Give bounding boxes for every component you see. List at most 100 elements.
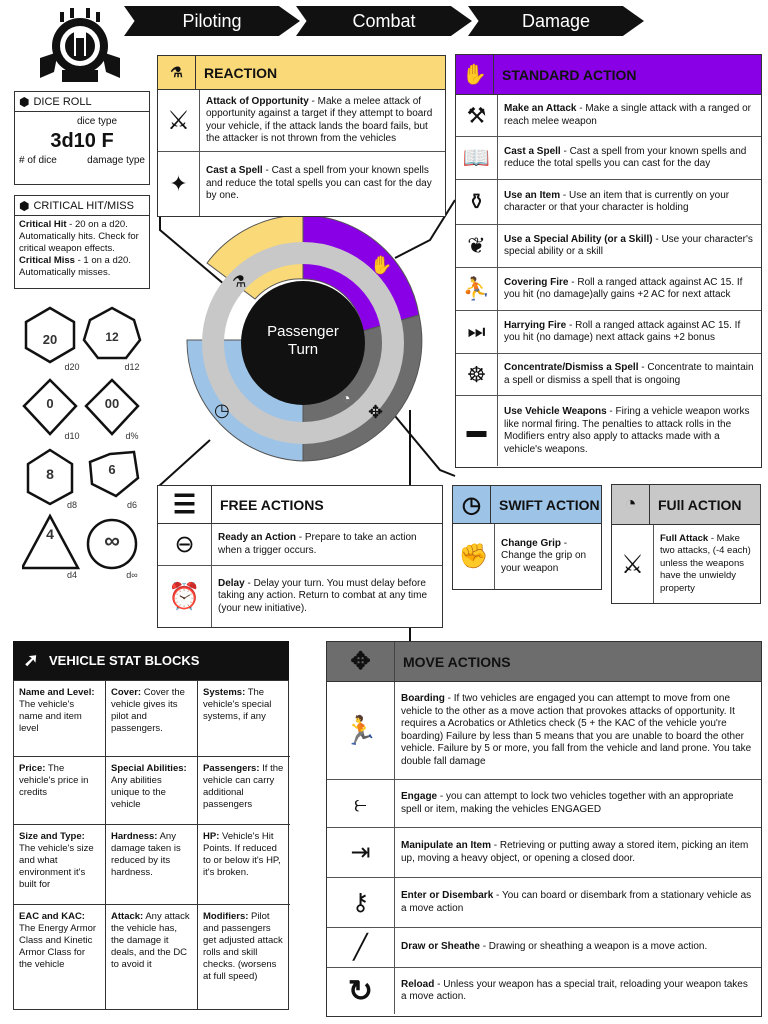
item-text: - Firing a vehicle weapon works like nor… (504, 406, 750, 455)
cell-text: The vehicle's special systems, if any (203, 687, 272, 722)
list-item: ⚱ Use an Item - Use an item that is curr… (456, 180, 761, 225)
move-wheel-icon: ✥ (368, 402, 384, 422)
item-text: - you can attempt to lock two vehicles t… (401, 791, 734, 815)
cell-text: If the vehicle can carry additional pass… (203, 763, 284, 810)
d12-face: 12 (105, 330, 119, 344)
sword-icon: ⚔ (158, 90, 200, 151)
swift-title: SWIFT ACTION (499, 496, 600, 513)
list-item: ⊖ Ready an Action - Prepare to take an a… (158, 524, 442, 566)
move-arrows-icon: ✥ (327, 642, 395, 681)
item-name: Boarding (401, 693, 445, 704)
vehicle-cell: Name and Level: The vehicle's name and i… (14, 681, 106, 757)
cell-text: Vehicle's Hit Points. If reduced to or b… (203, 831, 281, 878)
full-action-panel: ◔ FUll ACTION ⚔ Full Attack - Make two a… (611, 484, 761, 604)
logo-emblem-icon (40, 8, 120, 82)
damage-type-label: damage type (87, 155, 145, 166)
list-item: ⚷ Enter or Disembark - You can board or … (327, 878, 761, 928)
list-item: ✦ Cast a Spell - Cast a spell from your … (158, 152, 445, 216)
triquetra-icon: ☸ (456, 354, 498, 395)
move-actions-panel: ✥ MOVE ACTIONS 🏃 Boarding - If two vehic… (326, 641, 762, 1017)
vehicle-cell: EAC and KAC: The Energy Armor Class and … (14, 905, 106, 1009)
d-percent-label: d% (125, 431, 139, 441)
cell-name: EAC and KAC: (19, 911, 85, 922)
cell-name: Passengers: (203, 763, 260, 774)
d-percent-icon (84, 378, 140, 436)
swift-action-panel: ◷ SWIFT ACTION ✊ Change Grip - Change th… (452, 485, 602, 590)
item-text: - Concentrate to maintain a spell or dis… (504, 362, 754, 386)
vehicle-cell: Price: The vehicle's price in credits (14, 757, 106, 825)
dial-icon: ◔ (612, 485, 650, 524)
cell-text: Any damage taken is reduced by its hardn… (111, 831, 181, 878)
vehicle-header: ➚ VEHICLE STAT BLOCKS (13, 641, 289, 680)
wheel-center-line1: Passenger (267, 323, 339, 340)
tab-label: Combat (352, 10, 416, 31)
item-name: Engage (401, 791, 438, 802)
harpoon-icon: ⥼ (327, 780, 395, 827)
cell-name: Size and Type: (19, 831, 85, 842)
runner-icon: 🏃 (327, 682, 395, 779)
reload-icon: ↻ (327, 968, 395, 1014)
list-item: 📖 Cast a Spell - Cast a spell from your … (456, 137, 761, 180)
list-item: ⚔ Full Attack - Make two attacks, (-4 ea… (612, 525, 760, 603)
vehicle-title: VEHICLE STAT BLOCKS (49, 653, 200, 668)
door-icon: ⇥ (327, 828, 395, 877)
cell-name: Special Abilities: (111, 763, 187, 774)
item-name: Concentrate/Dismiss a Spell (504, 362, 639, 373)
item-name: Reload (401, 978, 435, 990)
list-item: 🏃 Boarding - If two vehicles are engaged… (327, 682, 761, 780)
item-text: - Change the grip on your weapon (501, 537, 587, 574)
d4-face: 4 (46, 526, 54, 542)
dice-expression: 3d10 F (15, 130, 149, 153)
cell-text: Pilot and passengers get adjusted attack… (203, 911, 283, 982)
reaction-header: ⚗ REACTION (158, 56, 445, 90)
item-text: - Make a single attack with a ranged or … (504, 103, 751, 127)
d20-face: 20 (42, 332, 58, 347)
swift-wheel-icon: ◔ (342, 390, 351, 406)
potion-icon: ⚱ (456, 180, 498, 224)
list-item: ⚔ Attack of Opportunity - Make a melee a… (158, 90, 445, 152)
cell-text: Any attack the vehicle has, the damage i… (111, 911, 190, 970)
cell-name: Modifiers: (203, 911, 249, 922)
cell-text: The Energy Armor Class and Kinetic Armor… (19, 923, 97, 970)
item-text: - Roll a ranged attack against AC 15. If… (504, 276, 743, 301)
reaction-wheel-icon: ⚗ (232, 274, 247, 291)
cell-name: Hardness: (111, 831, 158, 842)
item-name: Make an Attack (504, 103, 577, 114)
clock-wheel-icon: ◷ (214, 400, 230, 420)
cell-text: The vehicle's name and item level (19, 699, 82, 734)
dice-mod: F (101, 130, 114, 152)
key-icon: ⚷ (327, 878, 395, 927)
vehicle-cell: Passengers: If the vehicle can carry add… (198, 757, 290, 825)
d8-icon (26, 448, 74, 506)
tab-piloting[interactable]: Piloting (124, 6, 300, 36)
tank-icon: ▬ (456, 396, 498, 466)
cell-name: Attack: (111, 911, 144, 922)
crit-hit-label: Critical Hit (19, 219, 67, 230)
tab-combat[interactable]: Combat (296, 6, 472, 36)
item-text: - Retrieving or putting away a stored it… (401, 840, 749, 864)
item-name: Use a Special Ability (or a Skill) (504, 233, 653, 245)
list-item: ▬ Use Vehicle Weapons - Firing a vehicle… (456, 396, 761, 466)
list-item: ⚒ Make an Attack - Make a single attack … (456, 95, 761, 137)
item-text: - Cast a spell from your known spells an… (504, 145, 747, 170)
item-text: - Unless your weapon has a special trait… (401, 978, 748, 1003)
critical-title: CRITICAL HIT/MISS (33, 199, 134, 212)
d20-label: d20 (64, 362, 80, 372)
item-name: Cast a Spell (504, 145, 561, 157)
tab-damage[interactable]: Damage (468, 6, 644, 36)
crossed-axes-icon: ⚒ (456, 95, 498, 136)
d12-icon (82, 306, 142, 360)
dice-die: d10 (61, 130, 96, 152)
item-name: Ready an Action (218, 532, 296, 543)
wheel-center-line2: Turn (287, 341, 319, 358)
standard-title: STANDARD ACTION (502, 66, 637, 83)
blade-icon: ╱ (327, 928, 395, 967)
d6-label: d6 (126, 500, 137, 510)
list-item: ⛹ Covering Fire - Roll a ranged attack a… (456, 268, 761, 311)
ability-icon: ❦ (456, 225, 498, 267)
cell-text: The vehicle's size and what environment … (19, 843, 94, 890)
d-infinity-label: d∞ (126, 570, 138, 580)
d10-face: 0 (46, 396, 54, 411)
fast-forward-icon: ⏭ (456, 311, 498, 353)
d4-label: d4 (66, 570, 77, 580)
